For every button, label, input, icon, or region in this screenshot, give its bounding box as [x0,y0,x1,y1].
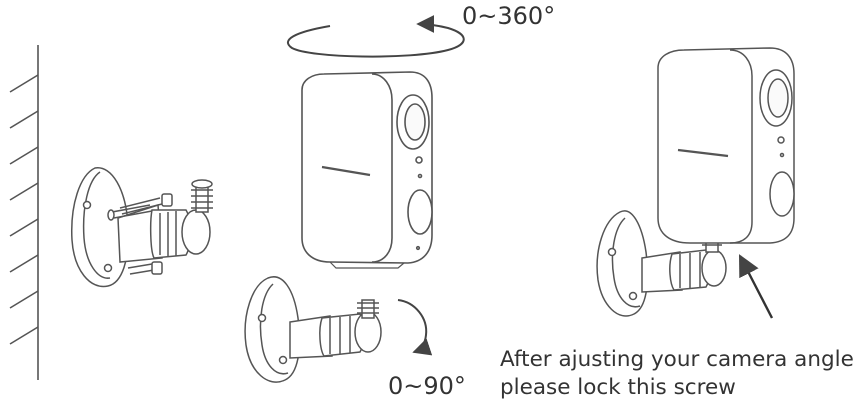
screw-pointer-arrow [738,254,774,319]
wall [9,45,39,380]
wall-mount-exploded [71,167,213,288]
camera-body [301,71,433,269]
rotation-arrow [286,15,465,58]
instruction-line-1: After ajusting your camera angle [500,347,854,372]
instruction-text: After ajusting your camera angle please … [500,346,854,402]
wall-mount-tilt [244,276,382,383]
instruction-line-2: please lock this screw [500,375,736,400]
assembled-camera [596,47,795,317]
rotation-label: 0~360° [462,2,556,30]
tilt-arrow [397,299,433,356]
tilt-label: 0~90° [388,372,466,400]
